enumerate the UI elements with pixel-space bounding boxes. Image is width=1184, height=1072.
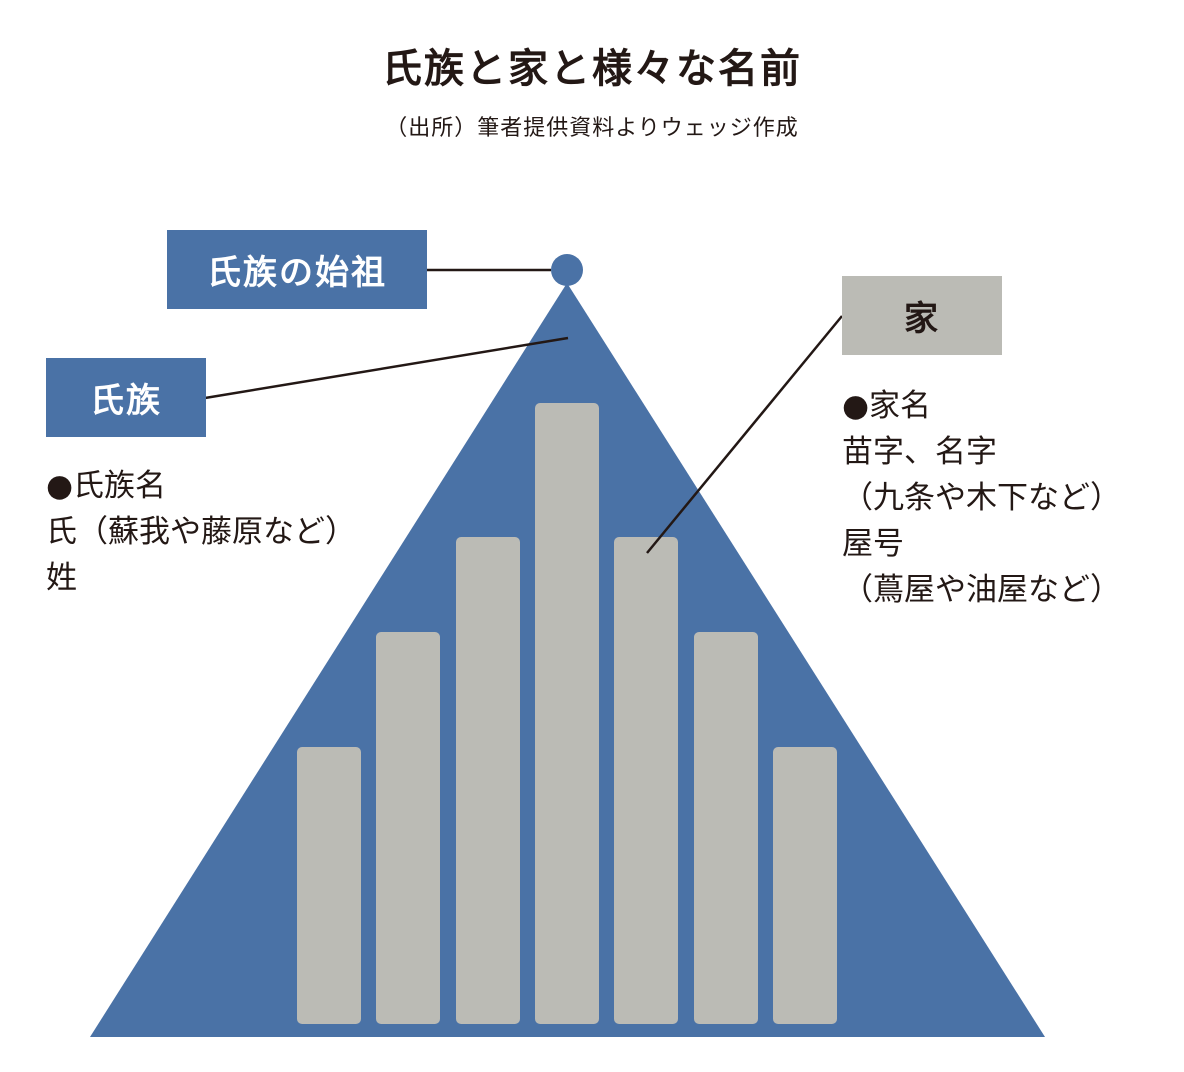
clan-label-text: 氏族: [90, 381, 162, 421]
house-bar: [694, 632, 758, 1024]
house-note-line: （九条や木下など）: [842, 480, 1121, 516]
house-note-line: ●家名: [842, 388, 932, 424]
house-bar: [376, 632, 440, 1024]
house-notes: ●家名 苗字、名字 （九条や木下など） 屋号 （蔦屋や油屋など）: [842, 383, 1121, 613]
diagram-title: 氏族と家と様々な名前: [382, 46, 802, 92]
clan-note-line: 姓: [46, 560, 77, 596]
clan-note-line: 氏（蘇我や藤原など）: [46, 514, 356, 550]
founder-dot: [551, 254, 583, 286]
clan-notes: ●氏族名 氏（蘇我や藤原など） 姓: [46, 463, 356, 601]
house-note-line: 屋号: [842, 526, 904, 562]
house-bar: [535, 403, 599, 1024]
house-bar: [614, 537, 678, 1024]
clan-label: 氏族: [46, 358, 206, 437]
house-bar: [773, 747, 837, 1024]
house-leader-line: [646, 315, 843, 554]
founder-label: 氏族の始祖: [167, 230, 427, 309]
house-label-text: 家: [904, 299, 940, 339]
house-bar: [297, 747, 361, 1024]
founder-label-text: 氏族の始祖: [207, 253, 387, 293]
house-note-line: （蔦屋や油屋など）: [842, 572, 1121, 608]
clan-leader-line: [204, 336, 569, 400]
house-note-line: 苗字、名字: [842, 434, 997, 470]
house-bar: [456, 537, 520, 1024]
house-label: 家: [842, 276, 1002, 355]
clan-note-line: ●氏族名: [46, 468, 167, 504]
source-note: （出所）筆者提供資料よりウェッジ作成: [385, 116, 799, 141]
